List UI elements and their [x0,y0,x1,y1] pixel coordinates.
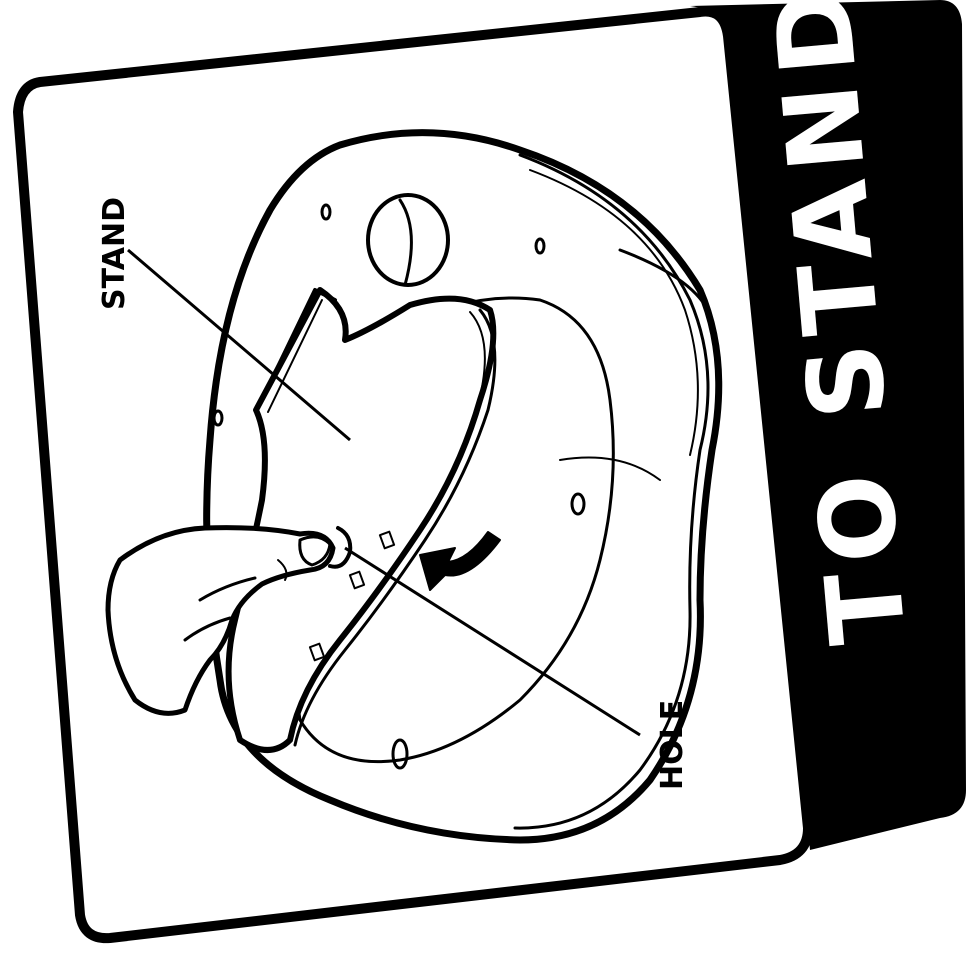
stand-label: STAND [97,197,132,310]
hole-label: HOLE [655,700,690,790]
